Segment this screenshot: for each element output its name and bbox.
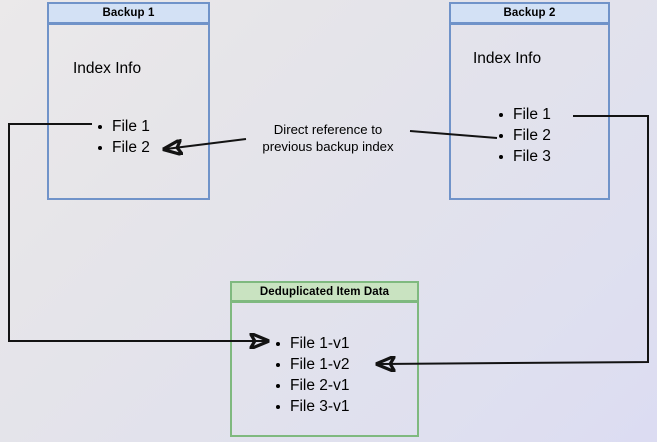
deduplicated-item-data-header: Deduplicated Item Data	[230, 281, 419, 302]
deduplicated-item-data-header-label: Deduplicated Item Data	[259, 285, 390, 298]
backup-2-index-info-label: Index Info	[473, 50, 542, 67]
backup-1-box	[47, 23, 210, 200]
backup-1-file-list: File 1 File 2	[96, 116, 150, 158]
list-item: File 3-v1	[274, 396, 349, 417]
direct-reference-annotation: Direct reference to previous backup inde…	[248, 122, 408, 155]
list-item: File 1	[497, 104, 551, 125]
backup-1-header-label: Backup 1	[102, 7, 155, 19]
backup-2-header: Backup 2	[449, 2, 610, 24]
list-item: File 2	[96, 137, 150, 158]
backup-2-file-list: File 1 File 2 File 3	[497, 104, 551, 167]
list-item: File 1	[96, 116, 150, 137]
list-item: File 1-v1	[274, 333, 349, 354]
backup-1-index-info-label: Index Info	[73, 60, 142, 77]
backup-1-header: Backup 1	[47, 2, 210, 24]
list-item: File 2	[497, 125, 551, 146]
annotation-line-1: Direct reference to	[273, 122, 383, 137]
deduplicated-file-list: File 1-v1 File 1-v2 File 2-v1 File 3-v1	[274, 333, 349, 417]
backup-2-header-label: Backup 2	[503, 7, 556, 19]
annotation-line-2: previous backup index	[262, 138, 394, 154]
list-item: File 3	[497, 146, 551, 167]
deduplicated-item-data-box	[230, 301, 419, 437]
list-item: File 2-v1	[274, 375, 349, 396]
list-item: File 1-v2	[274, 354, 349, 375]
